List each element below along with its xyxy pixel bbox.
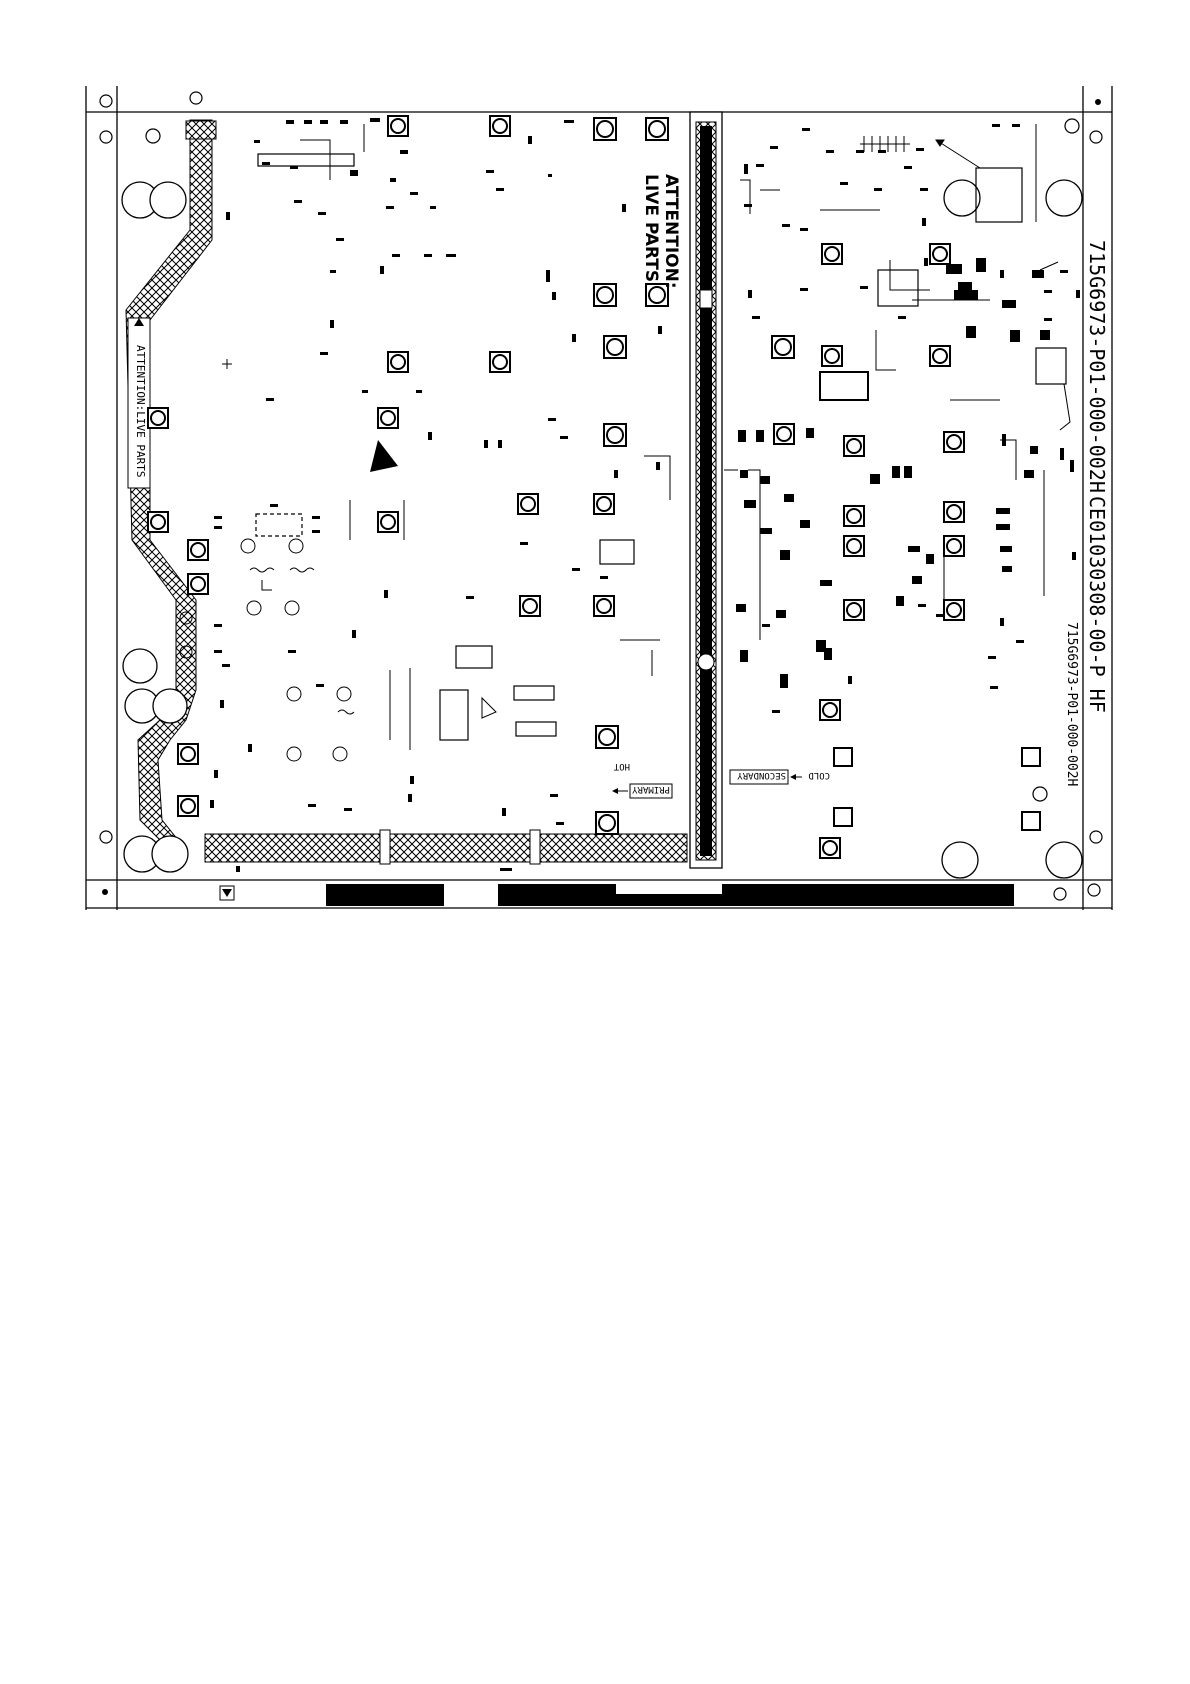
pads-secondary <box>772 244 1040 858</box>
isolation-slot <box>690 112 722 868</box>
primary-hot-label: PRIMARY HOT <box>612 761 672 798</box>
fiducial <box>222 359 232 369</box>
hot-label: HOT <box>613 761 630 771</box>
attention-heading-line1: ATTENTION: <box>661 174 681 289</box>
attention-heading-line2: LIVE PARTS <box>641 174 661 282</box>
warning-icon <box>370 440 496 718</box>
isolation-hatch-bottom <box>205 834 687 862</box>
smd-parts-secondary <box>738 124 1080 713</box>
pads-primary <box>148 116 668 834</box>
primary-label: PRIMARY <box>631 784 670 794</box>
attention-strip-text: ATTENTION:LIVE PARTS <box>134 345 147 477</box>
dense-cluster <box>736 258 1050 652</box>
redaction-blocks <box>326 884 1014 906</box>
cert-code-label: CE01030308-00-P HF <box>1085 496 1109 713</box>
part-number-label: 715G6973-P01-000-002H <box>1085 240 1109 493</box>
secondary-cold-label: SECONDARY COLD <box>730 770 830 784</box>
secondary-label: SECONDARY <box>737 770 786 780</box>
cold-label: COLD <box>808 770 830 780</box>
small-circles <box>180 539 351 761</box>
part-number-label-small: 715G6973-P01-000-002H <box>1064 622 1079 786</box>
